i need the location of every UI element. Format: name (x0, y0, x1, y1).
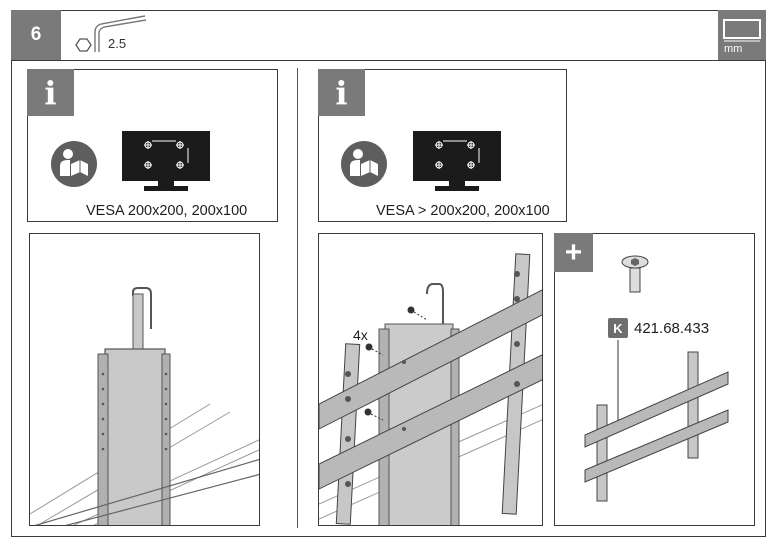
mounting-plate-drawing (319, 253, 542, 525)
plus-icon: + (554, 233, 593, 272)
read-manual-icon (50, 140, 98, 193)
read-manual-icon (340, 140, 388, 193)
unit-badge: mm (718, 10, 766, 60)
part-key-badge: K (608, 318, 628, 338)
vesa-size-label: VESA 200x200, 200x100 (86, 203, 248, 219)
info-icon: i (318, 69, 365, 116)
step-number: 6 (11, 10, 61, 60)
column-divider (297, 68, 298, 528)
info-icon: i (27, 69, 74, 116)
header-divider (11, 60, 766, 61)
column-mount-drawing (30, 287, 259, 525)
column-illustration (29, 233, 260, 526)
screw-icon (620, 253, 650, 300)
mounting-illustration: 4x (318, 233, 543, 526)
hex-key-tool (70, 14, 150, 54)
ruler-icon (723, 19, 761, 42)
tool-size-label: 2.5 (108, 36, 127, 51)
part-number-label: 421.68.433 (634, 320, 710, 337)
vesa-size-label: VESA > 200x200, 200x100 (376, 203, 550, 219)
mounting-plate-drawing (580, 340, 730, 515)
monitor-vesa-diagram (413, 131, 501, 198)
monitor-vesa-diagram (122, 131, 210, 198)
hex-key-icon (75, 15, 147, 52)
unit-badge-label: mm (724, 43, 743, 55)
screw-count-label: 4x (353, 327, 368, 343)
